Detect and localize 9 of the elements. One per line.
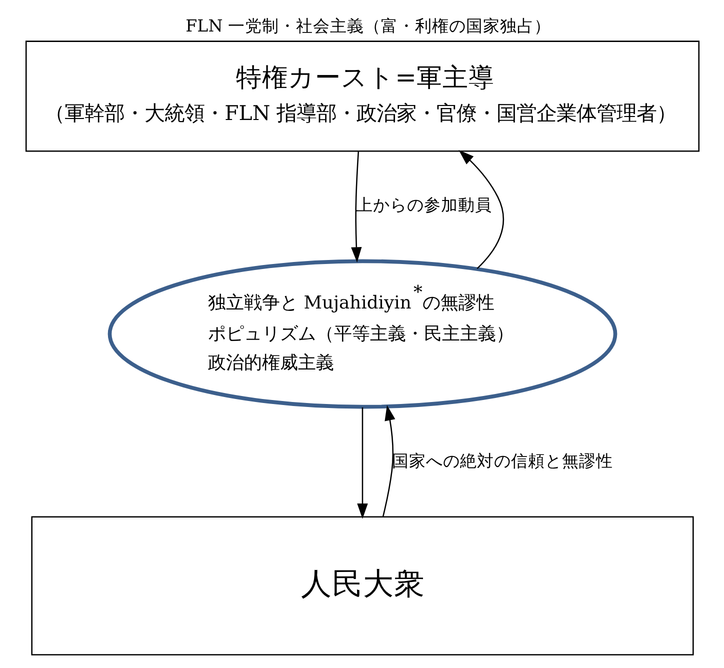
node-box: 特権カースト=軍主導 （軍幹部・大統領・FLN 指導部・政治家・官僚・国営企業体管理者） [24, 40, 700, 152]
edge-label: 国家への絶対の信頼と無謬性 [391, 451, 612, 470]
node-box: 人民大衆 [30, 516, 694, 656]
arrow [356, 407, 368, 519]
arrow [458, 150, 504, 270]
edge-label: 上からの参加動員 [356, 195, 492, 214]
diagram-title: FLN 一党制・社会主義（富・利権の国家独占） [185, 16, 550, 36]
arrow [350, 151, 362, 262]
arrow [382, 405, 395, 517]
